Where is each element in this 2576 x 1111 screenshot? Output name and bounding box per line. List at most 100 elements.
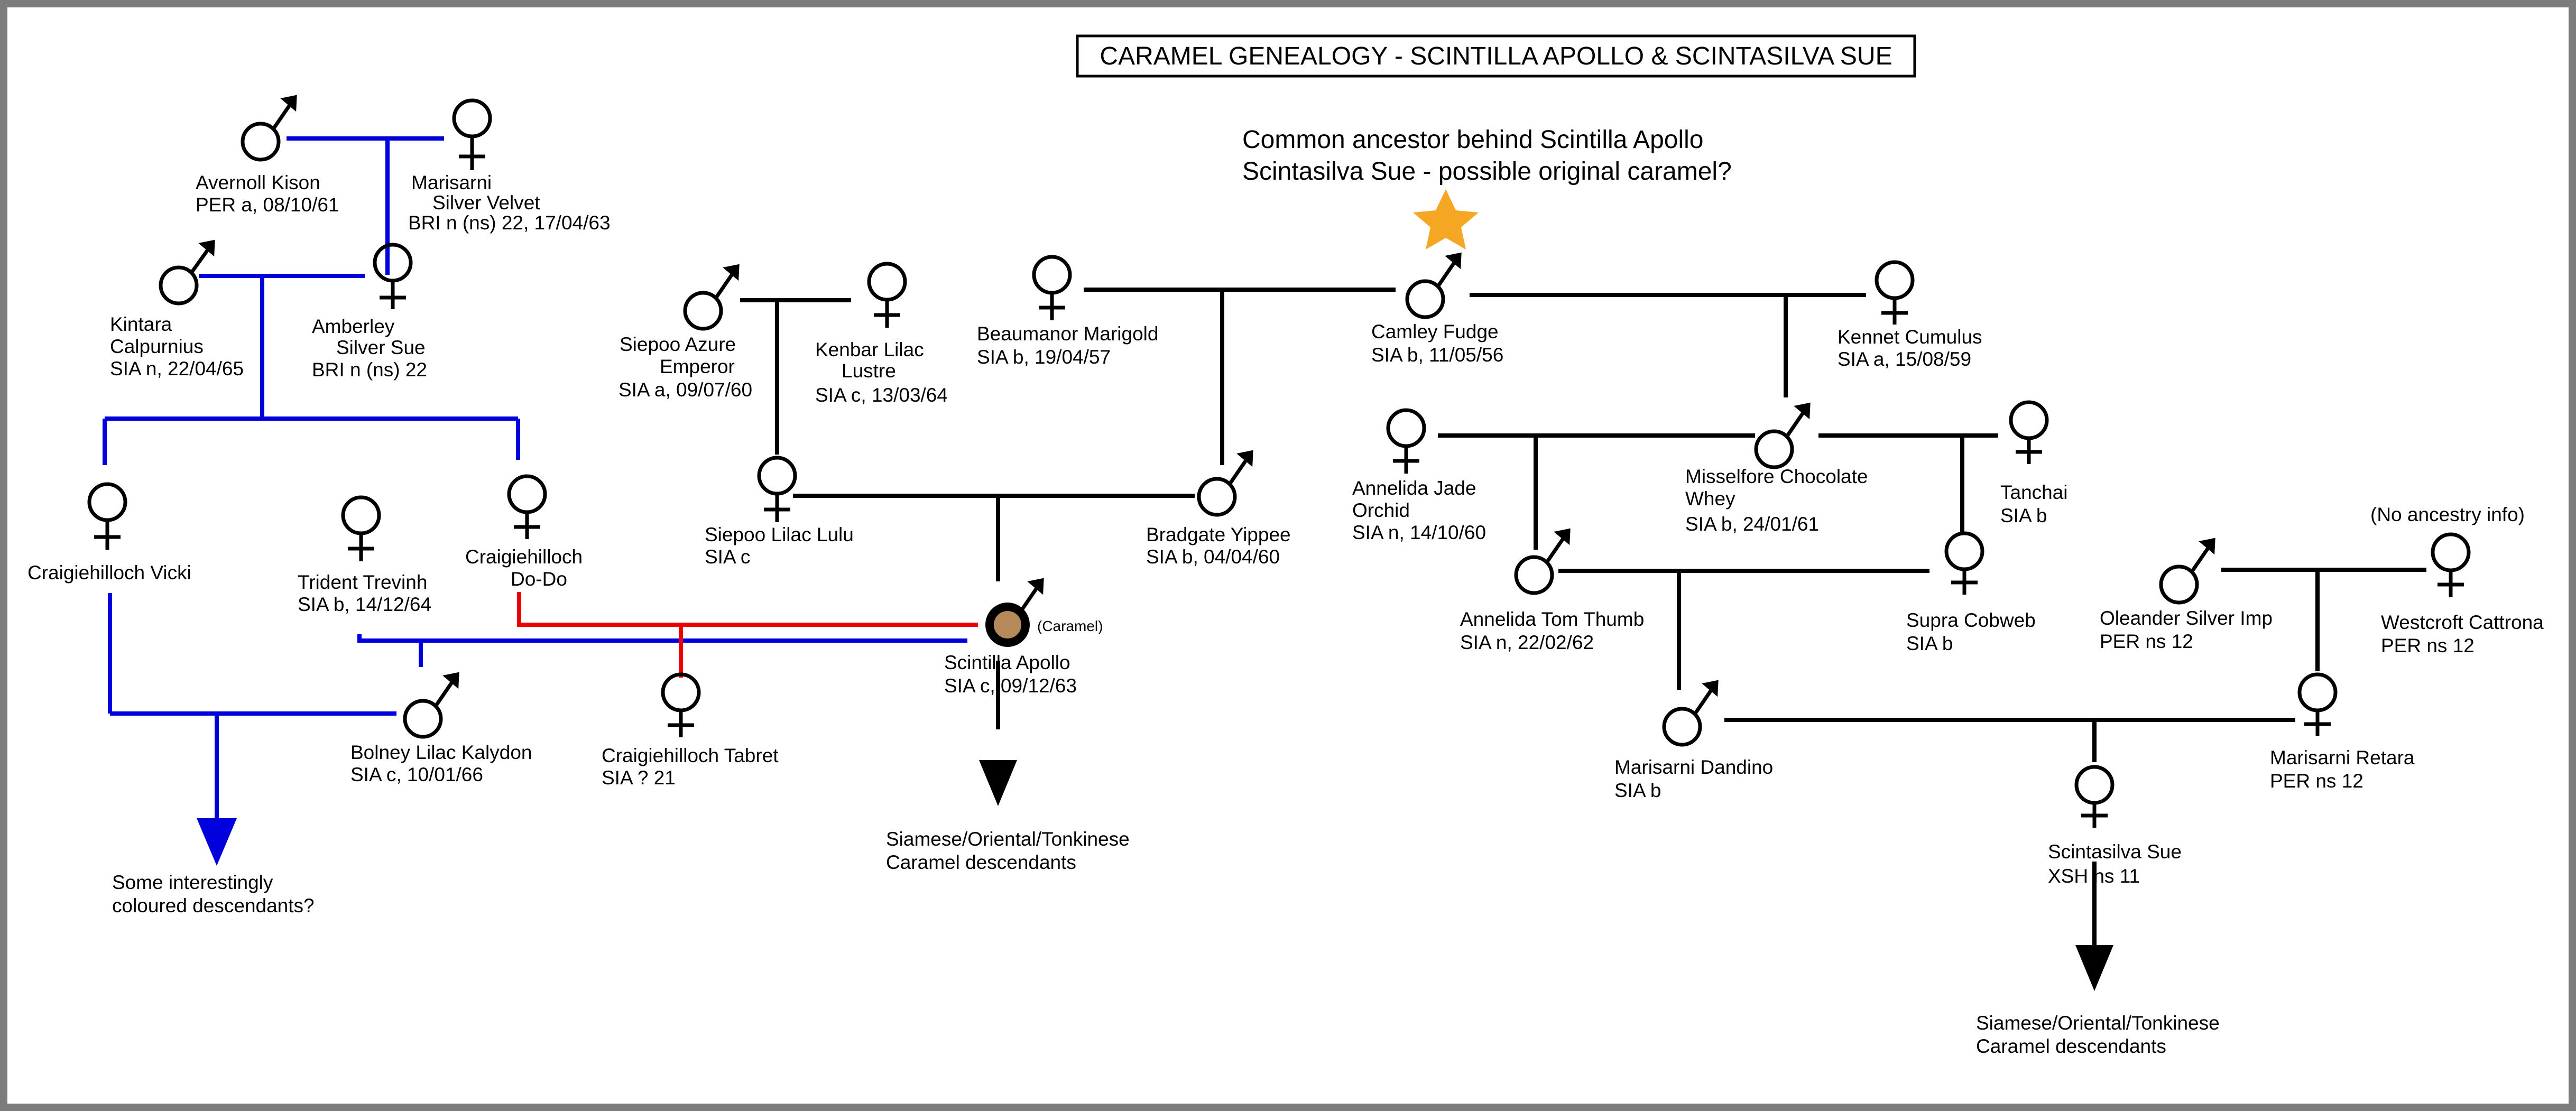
svg-text:SIA b, 14/12/64: SIA b, 14/12/64	[298, 594, 431, 615]
svg-text:SIA n, 22/02/62: SIA n, 22/02/62	[1460, 632, 1594, 653]
svg-text:Kennet Cumulus: Kennet Cumulus	[1838, 326, 1982, 348]
svg-text:Tanchai: Tanchai	[2000, 482, 2068, 503]
cat-label-tabret: Craigiehilloch Tabret SIA ? 21	[602, 745, 779, 789]
svg-text:Amberley: Amberley	[312, 316, 395, 337]
cat-label-beaumanor: Beaumanor Marigold SIA b, 19/04/57	[977, 323, 1158, 368]
svg-text:Emperor: Emperor	[660, 356, 735, 377]
svg-text:(No ancestry info): (No ancestry info)	[2370, 504, 2525, 525]
cat-label-bradgate: Bradgate Yippee SIA b, 04/04/60	[1146, 524, 1291, 568]
svg-text:SIA c: SIA c	[705, 546, 750, 568]
ancestor-note-line1: Common ancestor behind Scintilla Apollo	[1242, 126, 1703, 154]
male-symbol-icon	[1514, 528, 1571, 595]
svg-text:Misselfore Chocolate: Misselfore Chocolate	[1685, 466, 1868, 487]
female-symbol-icon	[2431, 532, 2471, 597]
male-symbol-icon	[241, 95, 297, 162]
svg-text:SIA b: SIA b	[1614, 780, 1661, 801]
svg-text:coloured descendants?: coloured descendants?	[112, 895, 315, 916]
cat-label-kintara: Kintara Calpurnius SIA n, 22/04/65	[110, 313, 244, 379]
descendants-sue: Siamese/Oriental/Tonkinese Caramel desce…	[1976, 1012, 2220, 1057]
svg-text:Marisarni Retara: Marisarni Retara	[2270, 747, 2415, 769]
svg-text:Supra Cobweb: Supra Cobweb	[1906, 609, 2036, 631]
female-symbol-icon	[341, 495, 381, 561]
svg-text:Kenbar Lilac: Kenbar Lilac	[815, 339, 924, 360]
svg-text:SIA b: SIA b	[2000, 505, 2047, 526]
cat-label-westcroft: (No ancestry info) Westcroft Cattrona PE…	[2370, 504, 2544, 656]
svg-text:SIA a, 09/07/60: SIA a, 09/07/60	[618, 379, 752, 401]
male-symbol-icon	[403, 672, 459, 739]
cat-label-avernoll: Avernoll Kison PER a, 08/10/61	[196, 172, 339, 216]
svg-text:Beaumanor Marigold: Beaumanor Marigold	[977, 323, 1158, 345]
cat-label-tanchai: Tanchai SIA b	[2000, 482, 2068, 526]
svg-text:Kintara: Kintara	[110, 313, 172, 335]
cat-label-kenbar: Kenbar Lilac Lustre SIA c, 13/03/64	[815, 339, 948, 406]
diagram-title: CARAMEL GENEALOGY - SCINTILLA APOLLO & S…	[1100, 42, 1892, 70]
svg-text:Caramel descendants: Caramel descendants	[886, 851, 1076, 873]
black-arrow-icon	[2075, 945, 2113, 991]
cat-label-kennet: Kennet Cumulus SIA a, 15/08/59	[1838, 326, 1982, 370]
svg-text:Siamese/Oriental/Tonkinese: Siamese/Oriental/Tonkinese	[886, 828, 1130, 850]
cat-label-scintasilva: Scintasilva Sue XSH ns 11	[2048, 841, 2182, 887]
svg-text:SIA b: SIA b	[1906, 633, 1953, 654]
svg-text:BRI n (ns) 22: BRI n (ns) 22	[312, 359, 427, 381]
cat-label-retara: Marisarni Retara PER ns 12	[2270, 747, 2415, 792]
svg-text:Silver Velvet: Silver Velvet	[432, 192, 540, 214]
svg-text:Whey: Whey	[1685, 488, 1735, 510]
svg-text:Siamese/Oriental/Tonkinese: Siamese/Oriental/Tonkinese	[1976, 1012, 2220, 1034]
cat-label-siepoo-azure: Siepoo Azure Emperor SIA a, 09/07/60	[618, 334, 752, 401]
svg-text:SIA b, 24/01/61: SIA b, 24/01/61	[1685, 513, 1819, 535]
female-symbol-icon	[1875, 260, 1915, 325]
female-symbol-icon	[757, 456, 797, 522]
svg-text:Craigiehilloch Tabret: Craigiehilloch Tabret	[602, 745, 779, 766]
svg-text:PER a, 08/10/61: PER a, 08/10/61	[196, 194, 339, 216]
male-symbol-icon	[1662, 680, 1719, 747]
cat-label-marisarni-velvet: Marisarni Silver Velvet BRI n (ns) 22, 1…	[408, 172, 611, 234]
caramel-male-symbol-icon	[985, 578, 1044, 647]
red-lines	[517, 592, 978, 678]
cat-label-vicki: Craigiehilloch Vicki	[27, 562, 191, 584]
svg-text:SIA b, 19/04/57: SIA b, 19/04/57	[977, 346, 1111, 368]
svg-text:Lustre: Lustre	[842, 360, 896, 382]
female-symbol-icon	[452, 98, 492, 170]
svg-text:Westcroft Cattrona: Westcroft Cattrona	[2381, 612, 2544, 633]
blue-lines	[103, 136, 967, 825]
svg-text:Bolney Lilac Kalydon: Bolney Lilac Kalydon	[350, 742, 532, 763]
female-symbol-icon	[867, 262, 907, 328]
svg-text:SIA ? 21: SIA ? 21	[602, 767, 676, 789]
female-symbol-icon	[1386, 408, 1426, 474]
svg-text:SIA b, 04/04/60: SIA b, 04/04/60	[1146, 546, 1280, 568]
descendants-apollo: Siamese/Oriental/Tonkinese Caramel desce…	[886, 828, 1130, 873]
blue-arrow-icon	[197, 818, 237, 866]
svg-text:Siepoo Azure: Siepoo Azure	[620, 334, 736, 355]
cat-label-tomthumb: Annelida Tom Thumb SIA n, 22/02/62	[1460, 608, 1644, 653]
svg-text:SIA c, 10/01/66: SIA c, 10/01/66	[350, 764, 483, 785]
descendants-blue: Some interestingly coloured descendants?	[112, 872, 315, 916]
black-arrow-icon	[979, 760, 1017, 806]
svg-text:SIA n, 22/04/65: SIA n, 22/04/65	[110, 358, 244, 379]
svg-text:Oleander Silver Imp: Oleander Silver Imp	[2100, 607, 2273, 629]
svg-text:BRI n (ns) 22, 17/04/63: BRI n (ns) 22, 17/04/63	[408, 212, 611, 234]
cat-label-apollo: (Caramel) Scintilla Apollo SIA c, 09/12/…	[944, 618, 1103, 697]
female-symbol-icon	[1032, 255, 1072, 320]
svg-text:Marisarni Dandino: Marisarni Dandino	[1614, 756, 1773, 778]
svg-text:PER ns 12: PER ns 12	[2270, 770, 2363, 792]
male-symbol-icon	[2159, 538, 2215, 605]
female-symbol-icon	[507, 474, 547, 539]
star-icon	[1413, 189, 1479, 249]
cat-label-misselfore: Misselfore Chocolate Whey SIA b, 24/01/6…	[1685, 466, 1868, 535]
svg-text:SIA n, 14/10/60: SIA n, 14/10/60	[1352, 522, 1486, 543]
svg-text:XSH ns 11: XSH ns 11	[2048, 865, 2140, 887]
female-symbol-icon	[2297, 672, 2338, 736]
cat-label-bolney: Bolney Lilac Kalydon SIA c, 10/01/66	[350, 742, 532, 785]
svg-text:Scintasilva Sue: Scintasilva Sue	[2048, 841, 2182, 863]
title-box	[1076, 34, 1916, 78]
svg-text:Do-Do: Do-Do	[511, 568, 567, 590]
svg-text:SIA b, 11/05/56: SIA b, 11/05/56	[1371, 344, 1503, 366]
male-symbol-icon	[159, 239, 215, 305]
black-lines	[740, 288, 2426, 951]
svg-text:Annelida Jade: Annelida Jade	[1352, 477, 1476, 499]
cat-label-supra: Supra Cobweb SIA b	[1906, 609, 2036, 654]
svg-text:Bradgate Yippee: Bradgate Yippee	[1146, 524, 1291, 545]
svg-text:Calpurnius: Calpurnius	[110, 336, 204, 357]
svg-text:Siepoo Lilac Lulu: Siepoo Lilac Lulu	[705, 524, 854, 545]
